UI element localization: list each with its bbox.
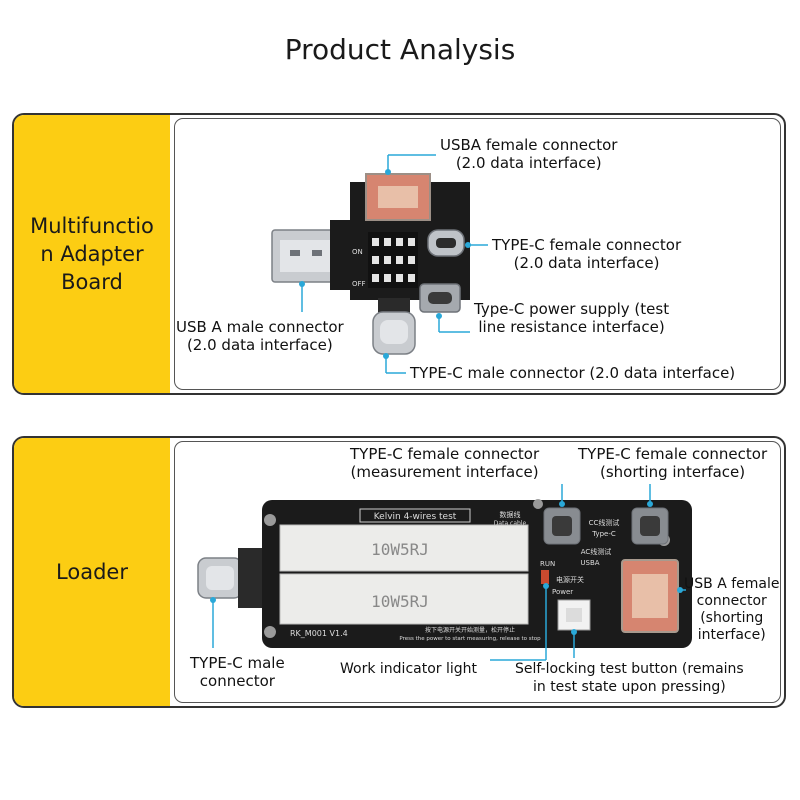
typec-measurement-label: TYPE-C female connector(measurement inte… [350, 445, 540, 481]
usb-a-plug-slot [290, 250, 300, 256]
loader-leader-lines [210, 484, 686, 661]
test-button-cap [566, 608, 582, 622]
typec-female-opening [436, 238, 456, 248]
loader-plug-base [238, 548, 266, 608]
usba-male-label: USB A male connector(2.0 data interface) [176, 318, 344, 354]
pcb-ac-text: AC线测试 [581, 547, 612, 556]
pcb-mount-hole [264, 626, 276, 638]
pcb-power-text: Power [552, 588, 573, 596]
pcb-run-text: RUN [540, 560, 555, 568]
typec-shorting-opening [640, 516, 660, 536]
work-indicator-label: Work indicator light [340, 661, 478, 677]
loader-name: Loader [56, 560, 128, 584]
pcb-typec-text: Type-C [591, 530, 616, 538]
pcb-instruction-cn: 按下电源开关开始测量，松开停止 [425, 626, 515, 634]
adapter-board-label-block: Multifunctio n Adapter Board [14, 115, 170, 393]
loader-typec-male-face [206, 566, 234, 590]
pcb-power-cn: 电源开关 [556, 575, 584, 584]
power-resistor-top [279, 524, 529, 572]
typec-male-label: TYPE-C male connector (2.0 data interfac… [410, 364, 736, 382]
adapter-board-name-line1: Multifunctio [30, 214, 154, 238]
work-indicator-led [541, 570, 549, 584]
adapter-on-label: ON [352, 248, 363, 256]
usba-shorting-opening [632, 574, 668, 618]
loader-board-image: Kelvin 4-wires test 数据线 Data cable 10W5R… [197, 499, 692, 648]
dip-switch-levers [372, 238, 415, 282]
pcb-data-cable-en: Data cable [494, 520, 527, 527]
pcb-kelvin-text: Kelvin 4-wires test [374, 512, 457, 522]
typec-male-plug-face [380, 320, 408, 344]
usba-female-opening [378, 186, 418, 208]
usb-a-plug-face [280, 240, 338, 272]
loader-label-block: Loader [14, 438, 170, 706]
pcb-mount-hole [533, 499, 543, 509]
pcb-cc-text: CC线测试 [589, 518, 620, 527]
page-title: Product Analysis [284, 33, 516, 66]
adapter-off-label: OFF [352, 280, 366, 288]
usb-a-plug-slot [312, 250, 322, 256]
pcb-instruction-en: Press the power to start measuring, rele… [399, 636, 541, 642]
kelvin-label-box [359, 508, 471, 523]
resistor-marking-bottom: 10W5RJ [371, 592, 429, 611]
typec-measurement-opening [552, 516, 572, 536]
resistor-marking-top: 10W5RJ [371, 540, 429, 559]
adapter-board-name-line2: n Adapter [40, 242, 144, 266]
loader-frame [174, 441, 781, 703]
pcb-usba-text: USBA [580, 559, 599, 567]
adapter-pcb-left [330, 220, 360, 290]
pcb-mount-hole [264, 514, 276, 526]
typec-male-base [378, 298, 410, 314]
usba-female-label: USBA female connector(2.0 data interface… [440, 136, 618, 172]
typec-shorting-label: TYPE-C female connector(shorting interfa… [578, 445, 768, 481]
power-resistor-bottom [279, 573, 529, 625]
adapter-board-frame [174, 118, 781, 390]
typec-power-opening [428, 292, 452, 304]
adapter-board-name-line3: Board [61, 270, 123, 294]
pcb-model-text: RK_M001 V1.4 [290, 629, 348, 638]
adapter-board-image: ON OFF [271, 173, 470, 355]
typec-female-label: TYPE-C female connector(2.0 data interfa… [492, 236, 682, 272]
pcb-data-cable-cn: 数据线 [500, 510, 521, 519]
adapter-leader-lines [299, 154, 488, 374]
